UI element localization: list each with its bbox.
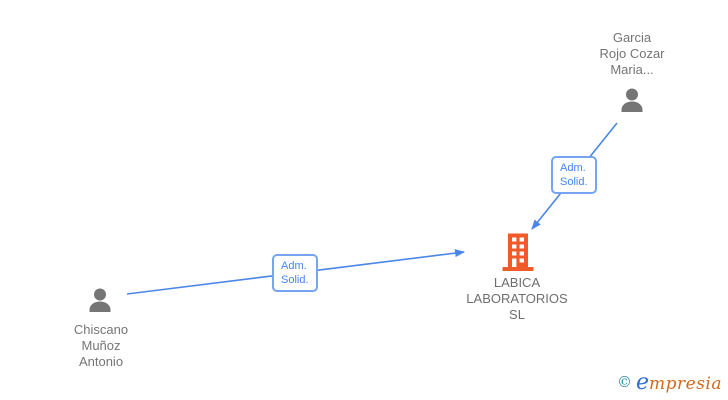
edge-label-adm-solid-top[interactable]: Adm. Solid. xyxy=(551,156,597,194)
node-label-garcia[interactable]: Garcia Rojo Cozar Maria... xyxy=(552,30,712,78)
company-name-line: SL xyxy=(509,307,525,322)
building-icon xyxy=(502,233,534,271)
person-icon xyxy=(89,288,111,312)
company-name-line: LABICA xyxy=(493,275,541,290)
person-icon xyxy=(621,88,643,112)
node-labica[interactable] xyxy=(502,233,534,276)
node-label-labica[interactable]: LABICA LABORATORIOS SL xyxy=(447,275,587,323)
person-name-line: Maria... xyxy=(610,62,654,77)
edge-label-line: Adm. xyxy=(560,162,586,174)
node-chiscano[interactable] xyxy=(84,286,116,323)
company-name-line: LABORATORIOS xyxy=(466,291,568,306)
empresia-logo-e: e xyxy=(635,370,649,395)
person-name-line: Garcia xyxy=(612,30,652,45)
person-name-line: Muñoz xyxy=(81,338,121,353)
edge-label-line: Solid. xyxy=(281,274,309,286)
empresia-logo[interactable]: ©empresia xyxy=(617,370,722,395)
person-name-line: Chiscano xyxy=(73,322,129,337)
edge-label-line: Adm. xyxy=(281,260,307,272)
edge-label-adm-solid-left[interactable]: Adm. Solid. xyxy=(272,254,318,292)
node-label-chiscano[interactable]: Chiscano Muñoz Antonio xyxy=(31,322,171,370)
person-name-line: Rojo Cozar xyxy=(599,46,665,61)
empresia-logo-text: mpresia xyxy=(649,374,722,394)
copyright-icon: © xyxy=(616,373,632,391)
edge-label-line: Solid. xyxy=(560,176,588,188)
person-name-line: Antonio xyxy=(78,354,124,369)
node-garcia[interactable] xyxy=(616,86,648,123)
